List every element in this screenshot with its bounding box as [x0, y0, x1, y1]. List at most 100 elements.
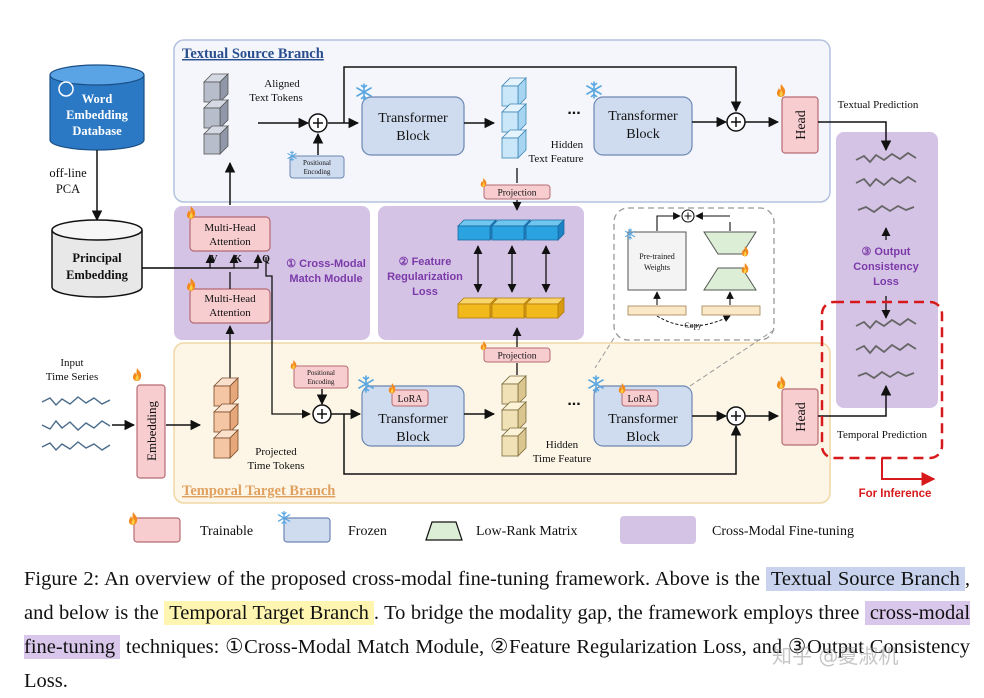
aligned-text-tokens — [203, 73, 229, 155]
dots-temporal: ... — [567, 392, 580, 409]
aligned-label-1: Aligned — [264, 78, 300, 90]
pca-label-2: PCA — [56, 182, 80, 196]
word-embedding-database: Word Embedding Database — [49, 64, 145, 151]
legend-flame-icon — [128, 512, 138, 525]
head-textual-label: Head — [794, 110, 809, 140]
low-rank-matrix-down — [703, 267, 757, 291]
db-label-1: Word — [82, 92, 113, 106]
mha-bottom-label-2: Attention — [209, 307, 251, 319]
for-inference-label: For Inference — [859, 488, 932, 500]
multi-head-attention-top — [189, 216, 271, 252]
projection-temporal-label: Projection — [497, 352, 536, 362]
hidden-text-label-1: Hidden — [551, 139, 584, 151]
temporal-prediction-label: Temporal Prediction — [837, 429, 927, 441]
input-series-icon — [41, 396, 111, 452]
embedding-block — [136, 384, 166, 479]
transformer-block-temporal-1 — [361, 385, 465, 447]
legend-frozen-label: Frozen — [348, 524, 387, 539]
block-t1-label-2: Block — [396, 129, 429, 144]
time-feature-prisms — [457, 297, 565, 319]
figure-caption: Figure 2: An overview of the proposed cr… — [24, 562, 971, 698]
pca-label-1: off-line — [49, 166, 87, 180]
principal-label-2: Embedding — [66, 268, 129, 282]
input-bar-right — [701, 305, 761, 316]
pos-enc-textual-label-1: Positional — [303, 159, 331, 167]
block-t1-label-1: Transformer — [378, 111, 448, 126]
output-consistency-label-3: Loss — [873, 276, 899, 288]
block-p1-label-1: Transformer — [378, 412, 448, 427]
projected-label-2: Time Tokens — [248, 460, 305, 472]
pos-enc-temporal-label-1: Positional — [307, 369, 335, 377]
legend-low-rank-label: Low-Rank Matrix — [476, 524, 577, 539]
block-p1-label-2: Block — [396, 430, 429, 445]
lora-label-2: LoRA — [628, 394, 654, 405]
openai-logo-icon — [58, 81, 74, 97]
embedding-label: Embedding — [144, 401, 159, 461]
dots-textual: ... — [567, 101, 580, 118]
watermark: 知乎 @夏淑机 — [772, 644, 899, 668]
transformer-block-textual-1 — [361, 96, 465, 156]
output-consistency-label-2: Consistency — [853, 261, 919, 273]
projection-temporal — [483, 347, 551, 363]
hidden-time-label-1: Hidden — [546, 439, 579, 451]
projected-label-1: Projected — [255, 446, 297, 458]
block-p2-label-2: Block — [626, 430, 659, 445]
projected-time-tokens — [213, 377, 239, 459]
textual-prediction-label: Textual Prediction — [838, 99, 919, 111]
legend: Trainable Frozen Low-Rank Matrix Cross-M… — [128, 510, 854, 544]
caption-part-1: Figure 2: An overview of the proposed cr… — [24, 568, 760, 590]
text-feature-prisms — [457, 219, 565, 241]
principal-label-1: Principal — [72, 251, 122, 265]
legend-cross-modal-label: Cross-Modal Fine-tuning — [712, 524, 854, 539]
k-label: K — [234, 254, 242, 265]
head-temporal — [781, 388, 819, 446]
pos-enc-textual-label-2: Encoding — [304, 168, 331, 176]
legend-low-rank-swatch — [425, 521, 463, 541]
hidden-text-feature — [501, 77, 527, 159]
input-bar-left — [627, 305, 687, 316]
lora-label-1: LoRA — [398, 394, 424, 405]
feature-reg-label-3: Loss — [412, 286, 438, 298]
temporal-branch-title: Temporal Target Branch — [182, 483, 335, 499]
projection-textual — [483, 184, 551, 200]
lora-badge-2 — [621, 389, 659, 407]
legend-cross-modal-swatch — [620, 516, 696, 544]
v-label: V — [210, 254, 218, 265]
caption-textual-branch: Textual Source Branch — [765, 567, 965, 591]
head-temporal-label: Head — [794, 402, 809, 432]
pretrained-label-2: Weights — [644, 263, 670, 272]
aligned-label-2: Text Tokens — [249, 92, 303, 104]
cross-modal-label-1: ① Cross-Modal — [286, 258, 366, 270]
db-label-3: Database — [72, 124, 122, 138]
caption-temporal-branch: Temporal Target Branch — [164, 601, 374, 625]
output-consistency-panel — [836, 132, 938, 408]
block-p2-label-1: Transformer — [608, 412, 678, 427]
principal-embedding: Principal Embedding — [51, 219, 143, 298]
hidden-text-label-2: Text Feature — [528, 153, 583, 165]
textual-output-series-icon — [855, 151, 917, 214]
legend-trainable-swatch — [133, 517, 181, 543]
temporal-output-series-icon — [855, 317, 917, 380]
framework-diagram: Textual Source Branch Temporal Target Br… — [41, 39, 944, 544]
pos-enc-temporal-label-2: Encoding — [308, 378, 335, 386]
trainable-flame-icon — [132, 368, 142, 381]
legend-trainable-label: Trainable — [200, 524, 253, 539]
db-label-2: Embedding — [66, 108, 129, 122]
head-textual — [781, 96, 819, 154]
pretrained-weights-box — [627, 231, 687, 291]
block-t2-label-2: Block — [626, 127, 659, 142]
positional-encoding-textual — [289, 155, 345, 179]
projection-textual-label: Projection — [497, 189, 536, 199]
copy-label: Copy — [684, 321, 701, 330]
lora-badge-1 — [391, 389, 429, 407]
caption-part-4: techniques: ①Cross-Modal Match Module, ②… — [24, 636, 970, 692]
positional-encoding-temporal — [293, 365, 349, 389]
feature-reg-label-1: ② Feature — [399, 256, 452, 268]
feature-reg-label-2: Regularization — [387, 271, 463, 283]
input-label-2: Time Series — [46, 371, 98, 383]
hidden-time-feature — [501, 375, 527, 457]
pretrained-label-1: Pre-trained — [639, 252, 675, 261]
mha-top-label-2: Attention — [209, 236, 251, 248]
transformer-block-textual-2 — [593, 96, 693, 156]
caption-part-3: . To bridge the modality gap, the framew… — [373, 602, 860, 624]
